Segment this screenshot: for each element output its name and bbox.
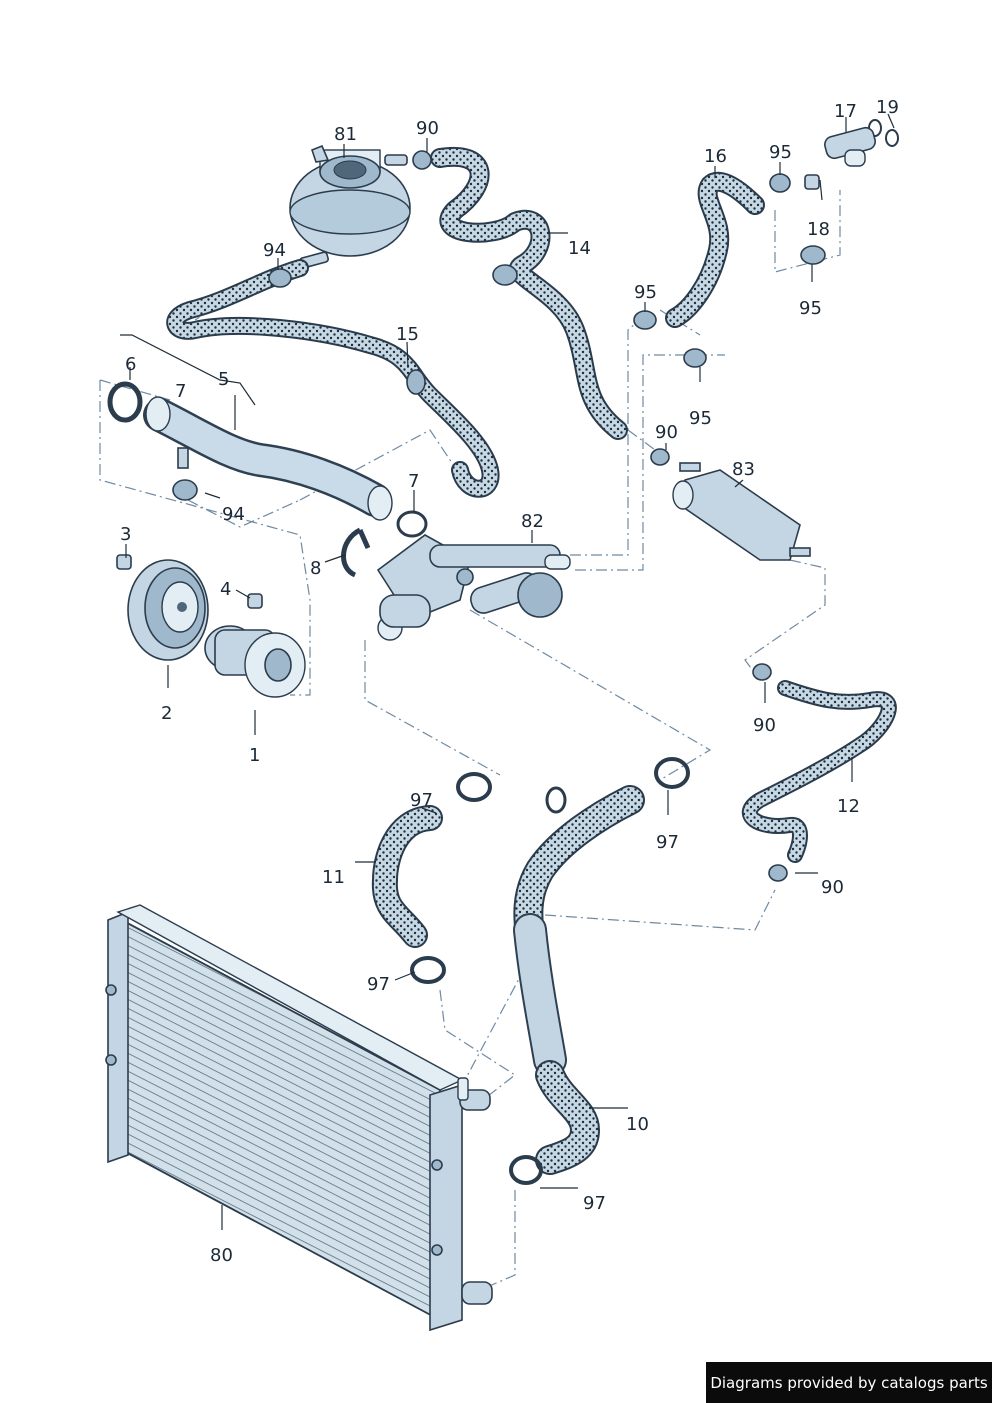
diagram-credit-banner: Diagrams provided by catalogs parts [706, 1362, 992, 1403]
callout-7-right: 7 [408, 471, 419, 492]
hose-14 [430, 146, 628, 440]
callout-16: 16 [704, 146, 727, 167]
callout-94-top: 94 [263, 240, 286, 261]
coolant-flange-82 [376, 534, 571, 641]
callout-90-top: 90 [416, 118, 439, 139]
circlip-8 [341, 527, 371, 578]
callout-3: 3 [120, 524, 131, 545]
callout-97-bottom: 97 [583, 1193, 606, 1214]
callout-97-upper-left: 97 [410, 790, 433, 811]
cooler-83 [672, 462, 811, 561]
callout-15: 15 [396, 324, 419, 345]
leader-lines [120, 113, 895, 1230]
callouts: 81 90 17 19 16 95 18 95 94 14 95 95 15 6… [120, 97, 899, 1266]
hose-10 [513, 785, 645, 1175]
callout-4: 4 [220, 579, 231, 600]
hose-16 [665, 171, 765, 328]
callout-97-lower-left: 97 [367, 974, 390, 995]
callout-10: 10 [626, 1114, 649, 1135]
hose-12 [741, 680, 897, 863]
callout-18: 18 [807, 219, 830, 240]
callout-90-mid: 90 [655, 422, 678, 443]
callout-12: 12 [837, 796, 860, 817]
callout-83: 83 [732, 459, 755, 480]
callout-7-left: 7 [175, 381, 186, 402]
connector-17 [824, 126, 876, 167]
hose-15 [166, 259, 500, 498]
callout-82: 82 [521, 511, 544, 532]
callout-95-top: 95 [769, 142, 792, 163]
callout-14: 14 [568, 238, 591, 259]
callout-97-upper-right: 97 [656, 832, 679, 853]
callout-5: 5 [218, 369, 229, 390]
expansion-tank [289, 144, 411, 269]
callout-2: 2 [161, 703, 172, 724]
callout-90-left: 90 [753, 715, 776, 736]
hose-11 [371, 805, 443, 948]
callout-6: 6 [125, 354, 136, 375]
hose-clamps [116, 150, 826, 1185]
callout-80: 80 [210, 1245, 233, 1266]
pulley-2 [127, 559, 209, 661]
callout-11: 11 [322, 867, 345, 888]
coolant-pipe [143, 396, 393, 521]
callout-94-bottom: 94 [222, 504, 245, 525]
water-pump-1 [204, 625, 306, 698]
callout-90-bottom: 90 [821, 877, 844, 898]
seal-rings [107, 119, 899, 538]
callout-95-right: 95 [799, 298, 822, 319]
callout-19: 19 [876, 97, 899, 118]
callout-95-left: 95 [634, 282, 657, 303]
callout-1: 1 [249, 745, 260, 766]
callout-17: 17 [834, 101, 857, 122]
callout-81: 81 [334, 124, 357, 145]
callout-95-lower: 95 [689, 408, 712, 429]
callout-8: 8 [310, 558, 321, 579]
radiator [105, 904, 493, 1332]
